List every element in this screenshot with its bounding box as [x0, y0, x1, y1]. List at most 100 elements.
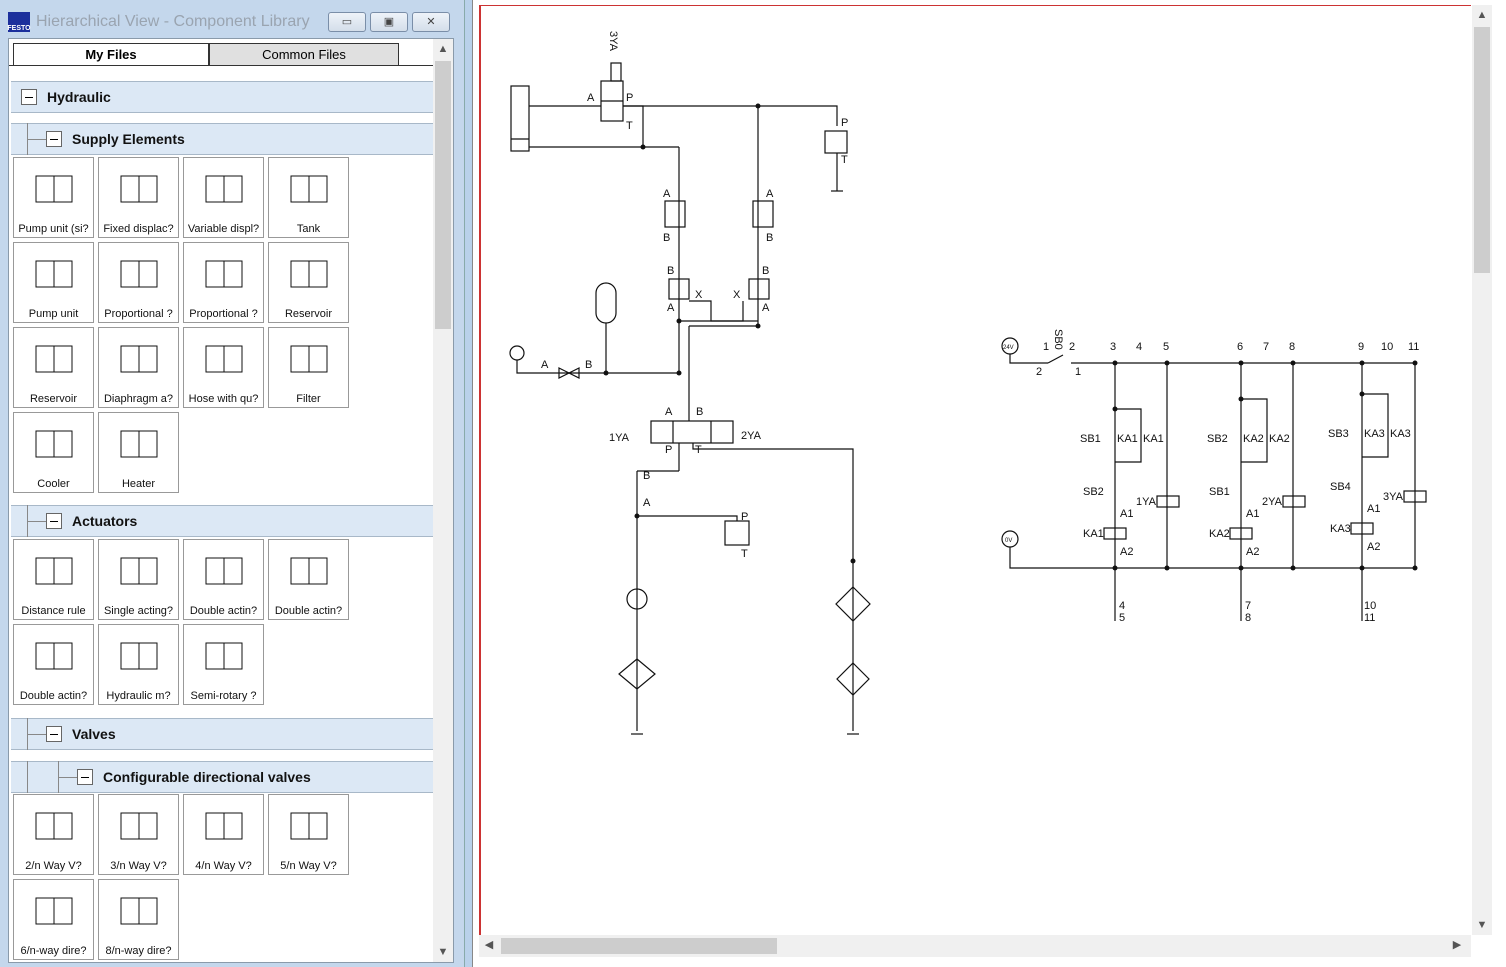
library-item[interactable]: Heater: [98, 412, 179, 493]
component-symbol-icon: [35, 897, 73, 925]
svg-text:A1: A1: [1246, 508, 1259, 520]
library-item[interactable]: Double actin?: [268, 539, 349, 620]
filter-2[interactable]: [835, 586, 871, 622]
accumulator[interactable]: [595, 282, 617, 324]
library-item[interactable]: Single acting?: [98, 539, 179, 620]
library-item[interactable]: Hydraulic m?: [98, 624, 179, 705]
svg-text:SB1: SB1: [1209, 486, 1230, 498]
library-scrollbar[interactable]: ▲ ▼: [433, 39, 453, 962]
cooler[interactable]: [836, 662, 870, 696]
item-label: Diaphragm a?: [103, 393, 174, 405]
item-label: Pump unit: [28, 308, 79, 320]
svg-text:X: X: [733, 289, 741, 301]
scroll-thumb[interactable]: [501, 938, 777, 954]
item-label: 2/n Way V?: [25, 860, 82, 872]
library-item[interactable]: 2/n Way V?: [13, 794, 94, 875]
library-item[interactable]: 5/n Way V?: [268, 794, 349, 875]
canvas-horizontal-scrollbar[interactable]: ◀ ▶: [479, 935, 1471, 957]
tab-my-files[interactable]: My Files: [13, 43, 209, 65]
close-button[interactable]: ✕: [412, 12, 450, 32]
scroll-up-arrow-icon[interactable]: ▲: [1476, 9, 1488, 21]
svg-text:A: A: [667, 302, 675, 314]
pump[interactable]: [626, 588, 648, 610]
item-label: Reservoir: [29, 393, 78, 405]
scroll-right-arrow-icon[interactable]: ▶: [1452, 939, 1462, 951]
check-valve-left[interactable]: [664, 200, 686, 228]
component-symbol-icon: [290, 812, 328, 840]
svg-text:24V: 24V: [1003, 345, 1014, 351]
svg-text:KA2: KA2: [1209, 528, 1230, 540]
svg-text:5: 5: [1163, 341, 1169, 353]
library-item[interactable]: Filter: [268, 327, 349, 408]
component-symbol-icon: [35, 260, 73, 288]
pilot-check-left[interactable]: [668, 278, 690, 300]
scroll-down-arrow-icon[interactable]: ▼: [437, 946, 449, 958]
scroll-up-arrow-icon[interactable]: ▲: [437, 43, 449, 55]
library-item[interactable]: Double actin?: [183, 539, 264, 620]
library-item[interactable]: 4/n Way V?: [183, 794, 264, 875]
directional-valve-4-3[interactable]: [650, 420, 734, 444]
library-item[interactable]: 8/n-way dire?: [98, 879, 179, 960]
scroll-thumb[interactable]: [1474, 27, 1490, 273]
item-label: Hydraulic m?: [106, 690, 171, 702]
component-symbol-icon: [205, 260, 243, 288]
component-symbol-icon: [120, 430, 158, 458]
library-item[interactable]: 3/n Way V?: [98, 794, 179, 875]
item-label: Cooler: [37, 478, 70, 490]
library-item[interactable]: Double actin?: [13, 624, 94, 705]
maximize-button[interactable]: ▣: [370, 12, 408, 32]
svg-text:KA3: KA3: [1364, 428, 1385, 440]
library-item[interactable]: Reservoir: [268, 242, 349, 323]
svg-text:8: 8: [1289, 341, 1295, 353]
tree-node-valves[interactable]: Valves: [11, 718, 433, 750]
library-item[interactable]: Cooler: [13, 412, 94, 493]
collapse-icon[interactable]: [46, 513, 62, 529]
component-symbol-icon: [205, 812, 243, 840]
cylinder[interactable]: [510, 85, 530, 152]
svg-text:A: A: [541, 359, 549, 371]
item-label: 8/n-way dire?: [105, 945, 172, 957]
collapse-icon[interactable]: [21, 89, 37, 105]
tab-common-files[interactable]: Common Files: [209, 43, 399, 65]
library-item[interactable]: Fixed displac?: [98, 157, 179, 238]
library-item[interactable]: Reservoir: [13, 327, 94, 408]
library-item[interactable]: Pump unit: [13, 242, 94, 323]
scroll-down-arrow-icon[interactable]: ▼: [1476, 919, 1488, 931]
filter[interactable]: [618, 658, 656, 690]
minimize-button[interactable]: ▭: [328, 12, 366, 32]
tree-node-hydraulic[interactable]: Hydraulic: [11, 81, 433, 113]
library-item[interactable]: Proportional ?: [183, 242, 264, 323]
scroll-thumb[interactable]: [435, 61, 451, 329]
tree-node-actuators[interactable]: Actuators: [11, 505, 433, 537]
relief-valve-2[interactable]: [724, 520, 750, 546]
library-item[interactable]: Distance rule: [13, 539, 94, 620]
pressure-gauge[interactable]: [509, 345, 525, 361]
window-title: Hierarchical View - Component Library: [36, 13, 310, 30]
check-valve-right[interactable]: [752, 200, 774, 228]
library-item[interactable]: Diaphragm a?: [98, 327, 179, 408]
canvas-vertical-scrollbar[interactable]: ▲ ▼: [1472, 5, 1492, 935]
relief-valve[interactable]: [824, 130, 848, 154]
item-label: Proportional ?: [104, 308, 173, 320]
library-item[interactable]: Tank: [268, 157, 349, 238]
library-item[interactable]: Hose with qu?: [183, 327, 264, 408]
svg-text:B: B: [696, 406, 703, 418]
library-item[interactable]: Pump unit (si?: [13, 157, 94, 238]
library-item[interactable]: Proportional ?: [98, 242, 179, 323]
tree-node-supply-elements[interactable]: Supply Elements: [11, 123, 433, 155]
component-symbol-icon: [120, 897, 158, 925]
svg-text:7: 7: [1245, 600, 1251, 612]
component-symbol-icon: [205, 175, 243, 203]
tree-node-configurable-valves[interactable]: Configurable directional valves: [11, 761, 433, 793]
library-item[interactable]: Semi-rotary ?: [183, 624, 264, 705]
library-item[interactable]: Variable displ?: [183, 157, 264, 238]
scroll-left-arrow-icon[interactable]: ◀: [484, 939, 494, 951]
pilot-check-right[interactable]: [748, 278, 770, 300]
library-item[interactable]: 6/n-way dire?: [13, 879, 94, 960]
collapse-icon[interactable]: [46, 131, 62, 147]
collapse-icon[interactable]: [46, 726, 62, 742]
collapse-icon[interactable]: [77, 769, 93, 785]
